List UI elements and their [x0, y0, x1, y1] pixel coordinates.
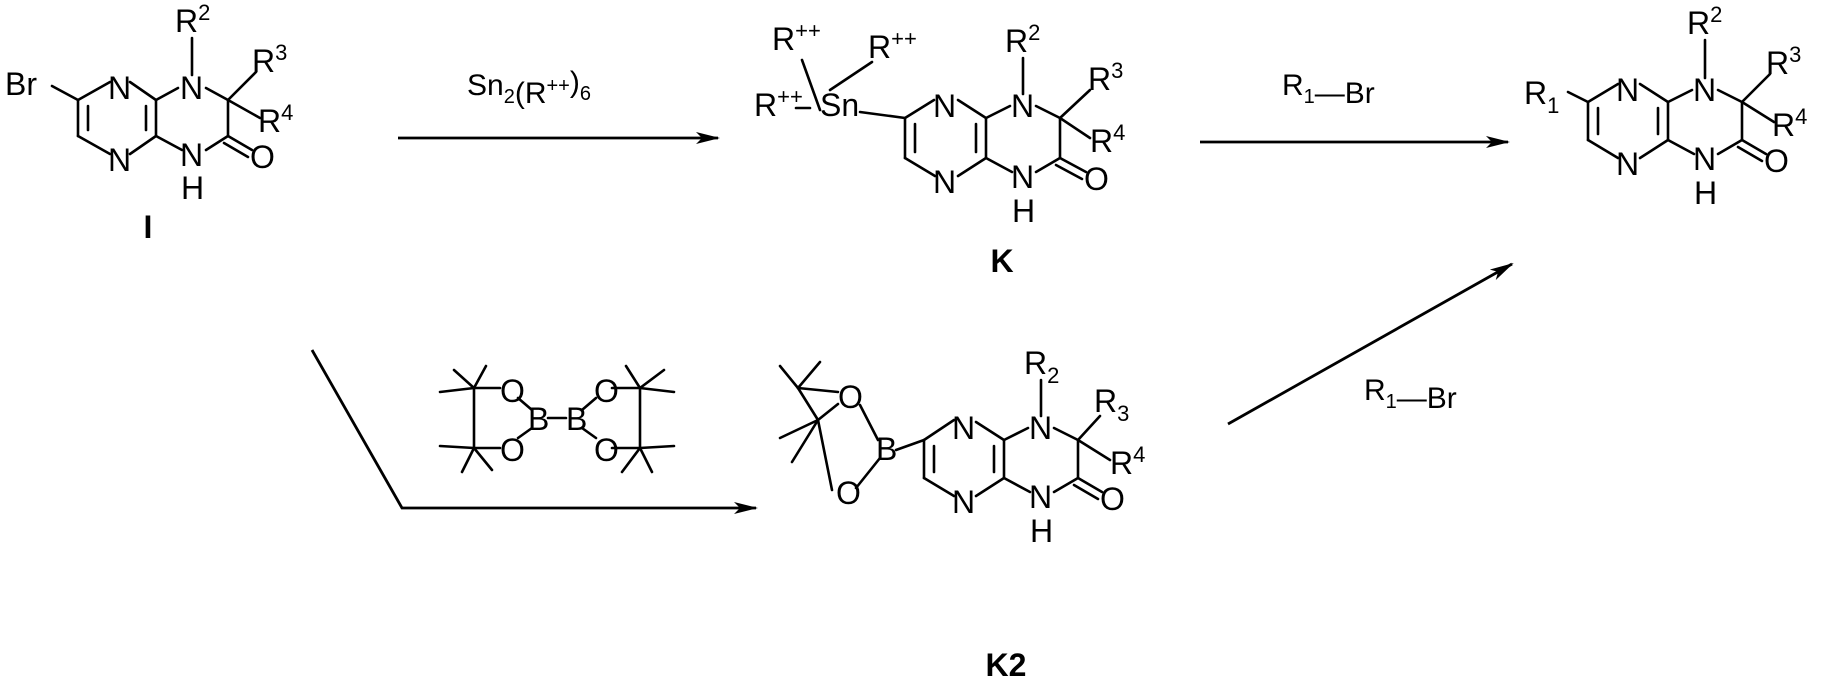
- boron-right: B: [566, 401, 587, 437]
- arrow-borylation: [310, 349, 758, 514]
- ring-nitrogen-top: N: [952, 410, 975, 446]
- compound-label-k2: K2: [986, 647, 1027, 683]
- r4-group: R4: [1772, 104, 1807, 143]
- amide-hydrogen: H: [1694, 175, 1717, 211]
- reagent-stannylation: Sn2(R++)6: [467, 66, 591, 110]
- compound-k2: O O B N N N N H O R2 R3 R4 K2: [778, 345, 1145, 683]
- r3-group: R3: [252, 40, 287, 79]
- r2-group: R2: [1687, 2, 1722, 41]
- pinacol-oxygen-3: O: [594, 373, 619, 409]
- ring-nitrogen-top: N: [108, 70, 131, 106]
- amide-nitrogen: N: [180, 137, 203, 173]
- amide-nitrogen: N: [1029, 479, 1052, 515]
- carbonyl-oxygen: O: [1100, 481, 1125, 517]
- compound-label-k: K: [990, 243, 1013, 279]
- reagent-b2pin2: O O B B O O: [438, 364, 676, 474]
- r4-group: R4: [258, 100, 293, 139]
- ring-nitrogen-bottom: N: [108, 142, 131, 178]
- amide-hydrogen: H: [181, 170, 204, 206]
- arrow-coupling-bottom: [1227, 262, 1514, 426]
- amine-nitrogen: N: [1011, 88, 1034, 124]
- amide-hydrogen: H: [1012, 193, 1035, 229]
- carbonyl-oxygen: O: [250, 139, 275, 175]
- ring-nitrogen-bottom: N: [952, 484, 975, 520]
- tin-ligand-top: R++: [772, 18, 821, 57]
- r2-group: R2: [175, 0, 210, 39]
- ring-nitrogen-bottom: N: [933, 164, 956, 200]
- boronate-oxygen-upper: O: [838, 379, 863, 415]
- compound-i: Br N N N N H O R2 R3 R4 I: [5, 0, 293, 245]
- amide-hydrogen: H: [1030, 513, 1053, 549]
- bromo-atom: Br: [5, 66, 37, 102]
- amine-nitrogen: N: [180, 70, 203, 106]
- tin-atom: Sn: [820, 87, 859, 123]
- pinacol-oxygen-2: O: [500, 432, 525, 468]
- amide-nitrogen: N: [1693, 141, 1716, 177]
- r4-group: R4: [1110, 442, 1145, 481]
- compound-product: R1 N N N N H O R2 R3 R4: [1524, 2, 1807, 211]
- ring-nitrogen-top: N: [933, 88, 956, 124]
- r2-group: R2: [1024, 345, 1059, 388]
- reagent-coupling-top: R1—Br: [1282, 69, 1375, 110]
- r3-group: R3: [1094, 383, 1129, 426]
- reagent-coupling-bottom: R1—Br: [1364, 374, 1457, 415]
- pinacol-oxygen-1: O: [500, 373, 525, 409]
- tin-ligand-right: R++: [868, 26, 917, 65]
- pinacol-oxygen-4: O: [594, 432, 619, 468]
- r3-group: R3: [1766, 42, 1801, 81]
- carbonyl-oxygen: O: [1764, 143, 1789, 179]
- r4-group: R4: [1090, 120, 1125, 159]
- ring-nitrogen-top: N: [1616, 72, 1639, 108]
- r1-group: R1: [1524, 75, 1559, 118]
- r2-group: R2: [1005, 20, 1040, 59]
- compound-label-i: I: [144, 209, 153, 245]
- compound-k: Sn R++ R++ R++ N N N N H O R2 R3 R4 K: [754, 18, 1125, 279]
- amide-nitrogen: N: [1011, 159, 1034, 195]
- amine-nitrogen: N: [1693, 72, 1716, 108]
- amine-nitrogen: N: [1029, 410, 1052, 446]
- boron-atom: B: [876, 431, 897, 467]
- boron-left: B: [528, 401, 549, 437]
- tin-ligand-left: R++: [754, 84, 803, 123]
- carbonyl-oxygen: O: [1084, 161, 1109, 197]
- boronate-oxygen-lower: O: [836, 475, 861, 511]
- ring-nitrogen-bottom: N: [1616, 146, 1639, 182]
- r3-group: R3: [1088, 58, 1123, 97]
